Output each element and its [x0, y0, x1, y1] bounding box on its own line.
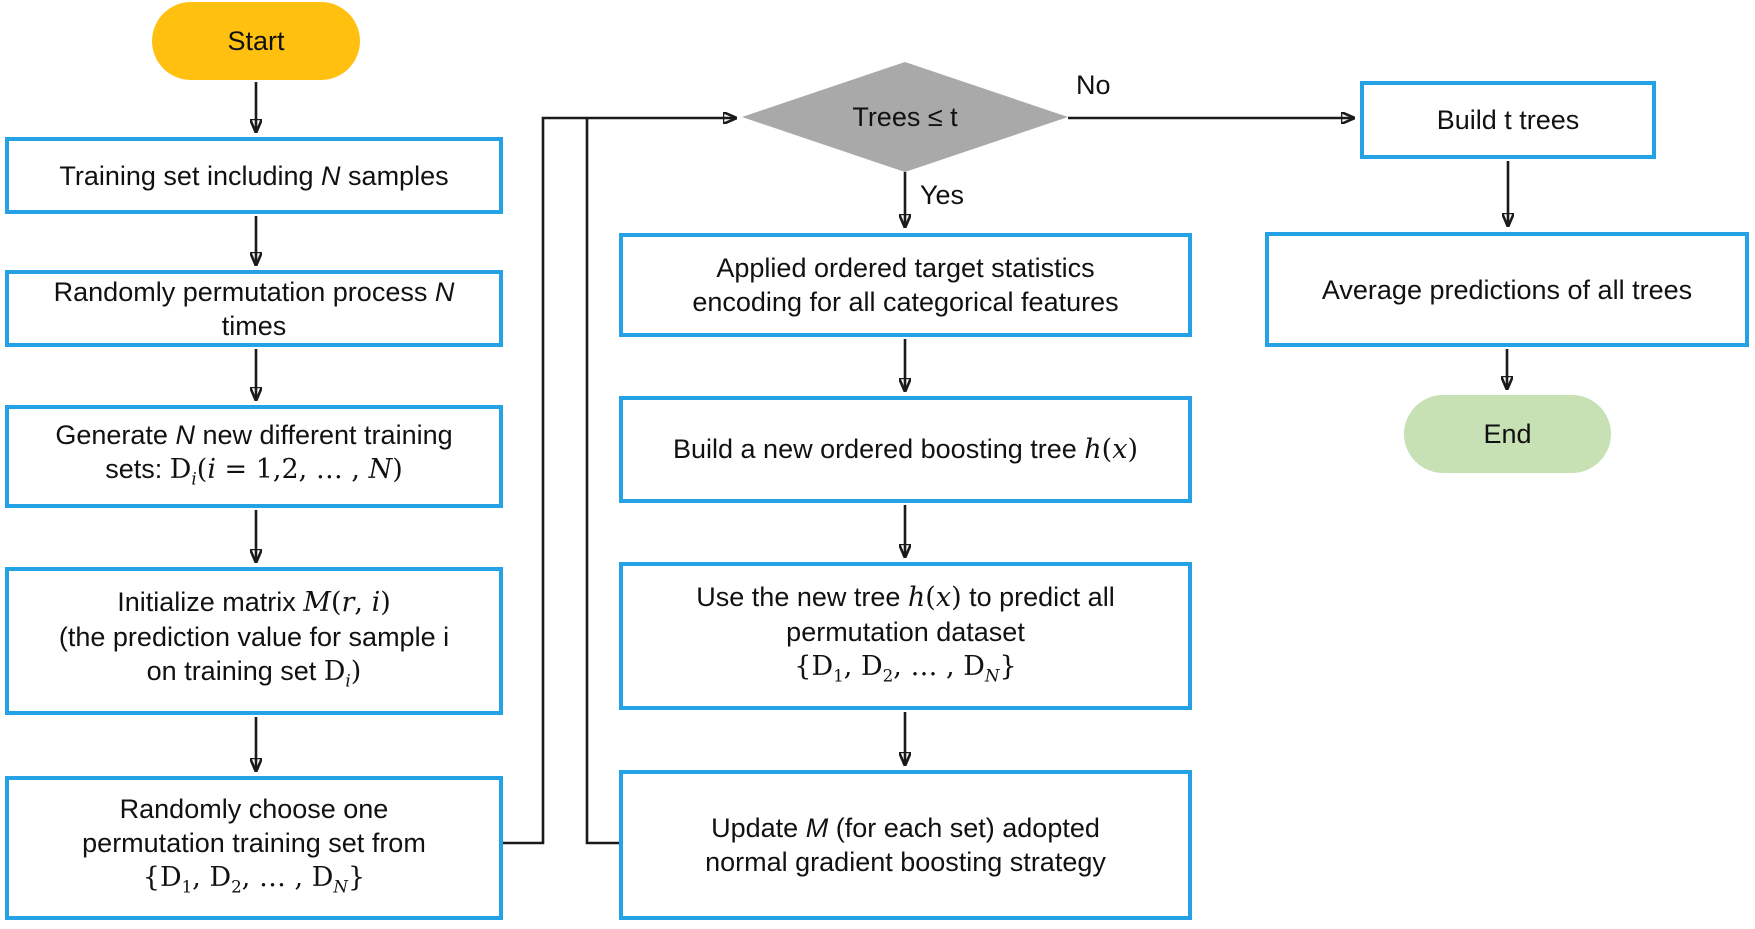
text-line: Initialize matrix M(r, i): [117, 586, 391, 618]
text-line: Generate N new different training: [55, 419, 453, 450]
text-line: permutation dataset: [786, 616, 1025, 647]
text-line: (the prediction value for sample i: [58, 621, 450, 652]
average-predictions-label: Average predictions of all trees: [1321, 274, 1693, 305]
step-initialize-matrix: Initialize matrix M(r, i) (the predictio…: [5, 567, 503, 715]
text-line: Use the new tree h(x) to predict all: [696, 581, 1115, 613]
text-line: Training set including N samples: [59, 160, 449, 191]
step-training-set: Training set including N samples: [5, 137, 503, 214]
text-line: normal gradient boosting strategy: [705, 847, 1106, 877]
step-build-ordered-boosting-tree: Build a new ordered boosting tree h(x): [619, 396, 1192, 503]
text-line: permutation training set from: [82, 828, 426, 859]
step-random-permutation: Randomly permutation process N times: [5, 270, 503, 347]
step-build-t-trees: Build t trees: [1360, 81, 1656, 159]
text-line: {D1, D2, … , DN}: [142, 862, 366, 897]
text-line: on training set Di): [146, 655, 362, 691]
text-line: Update M (for each set) adopted: [711, 813, 1100, 843]
label-no: No: [1076, 70, 1111, 100]
start-node: Start: [152, 2, 360, 80]
step-average-predictions: Average predictions of all trees: [1265, 232, 1749, 347]
text-line: Randomly choose one: [119, 794, 389, 825]
text-line: Applied ordered target statistics: [716, 253, 1095, 283]
text-line: Randomly permutation process N: [53, 276, 455, 307]
text-line: encoding for all categorical features: [692, 287, 1119, 317]
start-label: Start: [227, 26, 285, 56]
text-line: {D1, D2, … , DN}: [794, 650, 1017, 686]
step-generate-sets: Generate N new different training sets: …: [5, 405, 503, 508]
step-predict-permutation-datasets: Use the new tree h(x) to predict all per…: [619, 562, 1192, 710]
step-choose-permutation-set: Randomly choose one permutation training…: [5, 776, 503, 920]
edge-update-loopback: [585, 117, 619, 845]
label-yes: Yes: [920, 180, 965, 210]
text-line: Build a new ordered boosting tree h(x): [673, 434, 1138, 465]
decision-label: Trees ≤ t: [852, 102, 958, 132]
edge-choose-to-decision-loop: [503, 118, 735, 845]
end-label: End: [1483, 419, 1532, 449]
end-node: End: [1404, 395, 1611, 473]
text-line: times: [221, 310, 287, 341]
step-target-statistics-encoding: Applied ordered target statistics encodi…: [619, 233, 1192, 337]
text-line: sets: Di(i = 1,2, … , N): [105, 453, 403, 489]
step-update-matrix: Update M (for each set) adopted normal g…: [619, 770, 1192, 920]
build-t-trees-label: Build t trees: [1436, 105, 1580, 135]
